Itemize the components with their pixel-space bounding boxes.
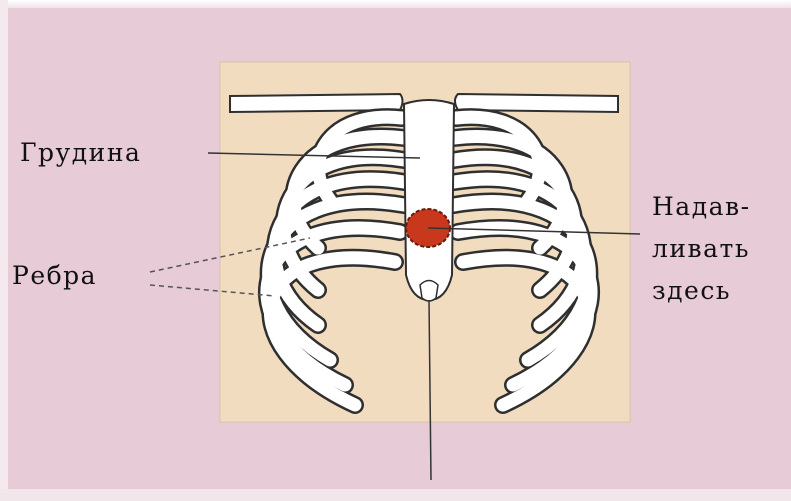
ribs-label: Ребра <box>12 263 97 288</box>
press-here-label: Надав- ливать здесь <box>652 186 751 312</box>
xiphoid-process <box>420 281 438 302</box>
sternum-bone <box>404 100 454 300</box>
press-here-line-1: Надав- <box>652 186 751 228</box>
sternum-label: Грудина <box>20 140 141 165</box>
press-here-line-2: ливать <box>652 228 751 270</box>
press-here-line-3: здесь <box>652 270 751 312</box>
